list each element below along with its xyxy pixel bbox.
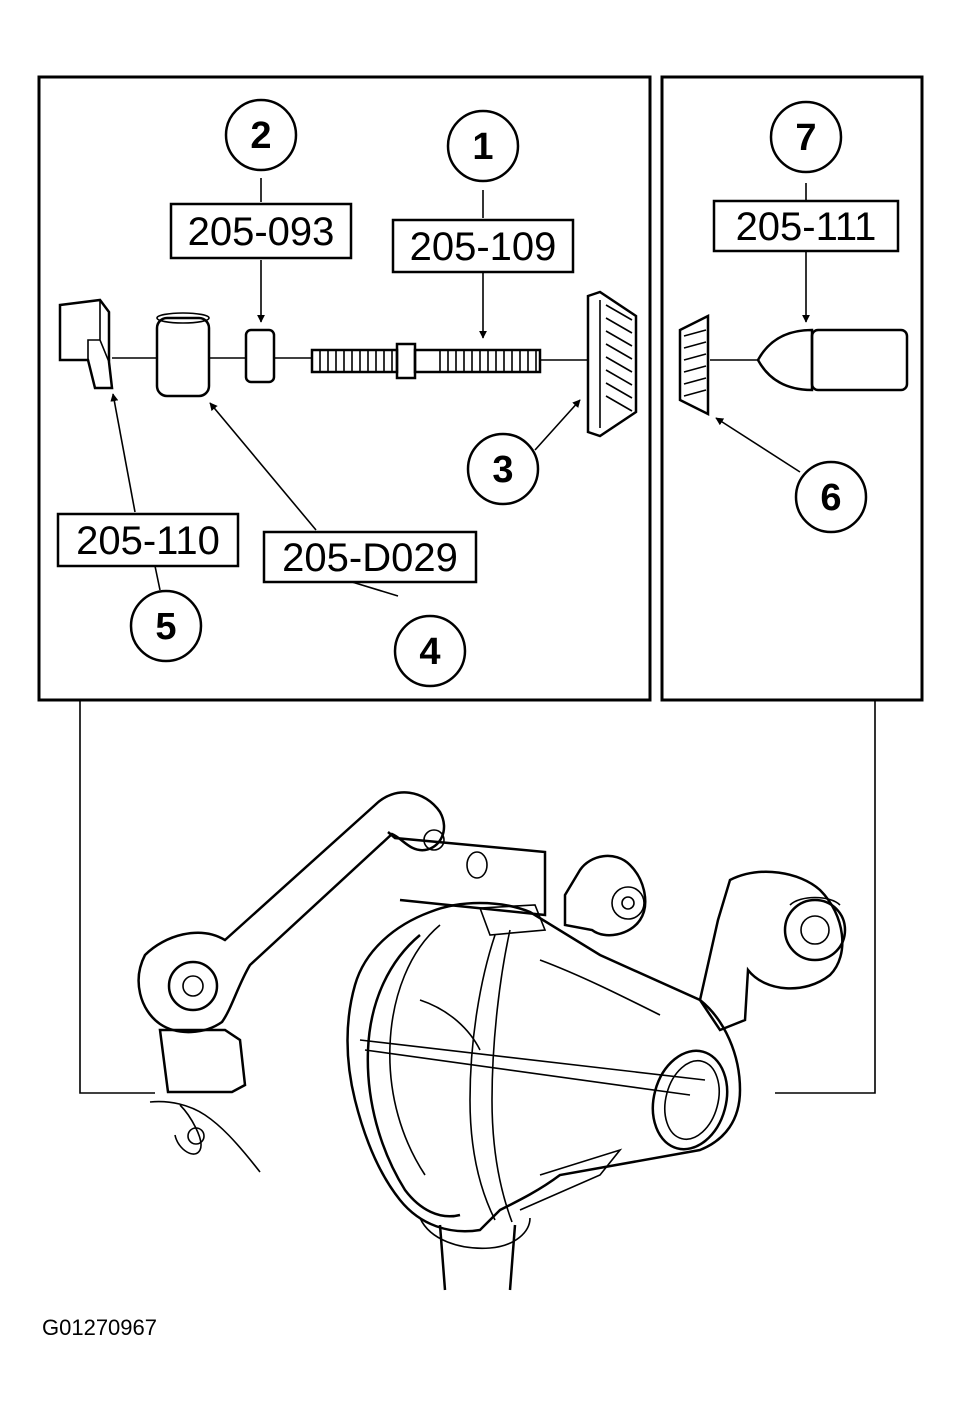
callout-number-4: 4: [419, 631, 440, 673]
tool-label-box-5: 205-110: [56, 512, 240, 568]
tool-label-box-1: 205-109: [391, 218, 575, 274]
callout-circle-3: 3: [466, 432, 540, 506]
differential-housing-illustration: [137, 791, 847, 1291]
callout-circle-4: 4: [393, 614, 467, 688]
tool-label-box-7: 205-111: [712, 199, 900, 253]
figure-id: G01270967: [42, 1315, 157, 1340]
callout-number-2: 2: [250, 115, 271, 157]
puller-collar-component: [155, 312, 211, 398]
callout-circle-7: 7: [769, 100, 843, 174]
tool-panel-frames: [37, 75, 924, 702]
forcing-screw-component: [310, 342, 542, 380]
connector-lines: [79, 700, 876, 1094]
callout-circle-5: 5: [129, 589, 203, 663]
tool-label-205-111: 205-111: [736, 205, 877, 249]
step-plate-component: [244, 328, 276, 384]
bearing-cone-right-component: [678, 313, 710, 417]
tool-label-205-110: 205-110: [76, 519, 220, 563]
tool-label-box-2: 205-093: [169, 202, 353, 260]
callout-leaders: [110, 178, 810, 597]
bearing-remover-component: [58, 298, 114, 390]
tool-label-205-d029: 205-D029: [282, 536, 458, 580]
right-panel-frame: [660, 75, 924, 702]
tool-label-205-093: 205-093: [188, 210, 335, 254]
left-panel-frame: [37, 75, 652, 702]
callout-circle-1: 1: [446, 109, 520, 183]
callout-number-3: 3: [492, 449, 513, 491]
callout-number-6: 6: [820, 477, 841, 519]
callout-number-5: 5: [155, 606, 176, 648]
callout-number-7: 7: [795, 117, 816, 159]
callout-circle-2: 2: [224, 98, 298, 172]
tool-label-205-109: 205-109: [410, 225, 557, 269]
callout-circle-6: 6: [794, 460, 868, 534]
bearing-installer-component: [756, 328, 909, 392]
callout-number-1: 1: [472, 126, 493, 168]
tool-axis-line: [112, 357, 588, 361]
tool-label-box-4: 205-D029: [262, 530, 478, 584]
bearing-cone-left-component: [586, 290, 638, 438]
